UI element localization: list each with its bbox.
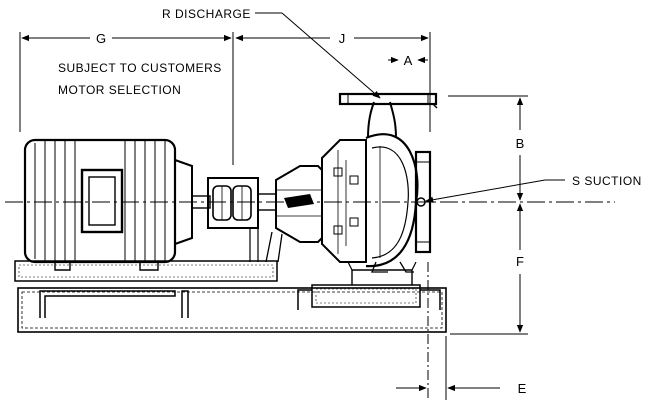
- discharge-label: R DISCHARGE: [162, 7, 251, 21]
- dimension-a-label: A: [404, 53, 413, 68]
- suction-leader: [425, 179, 565, 203]
- motor-note-line2: MOTOR SELECTION: [58, 83, 181, 97]
- dimension-j: [235, 32, 431, 132]
- dimension-b: [448, 95, 528, 201]
- pump-pedestal-base: [297, 261, 441, 310]
- dimension-b-label: B: [516, 136, 525, 151]
- baseplate: [17, 287, 447, 333]
- discharge-nozzle: [338, 92, 438, 139]
- motor-shaft: [191, 195, 211, 209]
- dimension-j-label: J: [339, 31, 346, 46]
- suction-label: S SUCTION: [572, 174, 642, 188]
- base-bracket-left: [39, 290, 189, 318]
- pump-casing: [321, 133, 419, 273]
- motor-note-line1: SUBJECT TO CUSTOMERS: [58, 61, 222, 75]
- suction-point: [416, 197, 426, 207]
- motor: [23, 138, 193, 271]
- bearing-frame: [265, 165, 323, 263]
- coupling: [207, 177, 259, 229]
- discharge-leader: [255, 12, 381, 99]
- dimension-f-label: F: [516, 254, 524, 269]
- coupling-guard-support: [249, 228, 259, 262]
- dimension-e: [396, 262, 500, 400]
- dimension-e-label: E: [518, 381, 527, 396]
- dimension-g-label: G: [96, 31, 106, 46]
- dimension-g: [19, 32, 234, 165]
- dimension-f: [450, 203, 528, 335]
